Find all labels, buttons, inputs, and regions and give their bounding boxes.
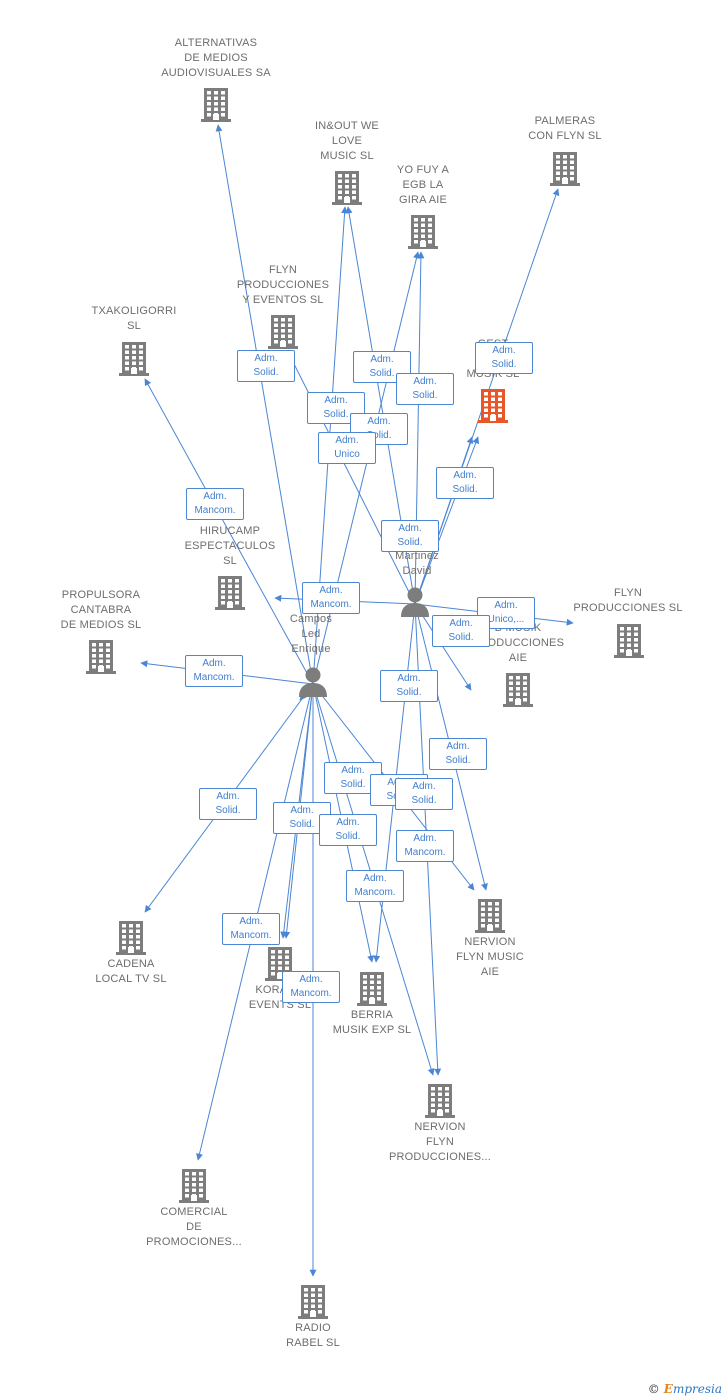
relation-label[interactable]: Adm. Solid. <box>432 615 490 647</box>
relation-label[interactable]: Adm. Solid. <box>237 350 295 382</box>
relation-label[interactable]: Adm. Mancom. <box>346 870 404 902</box>
relation-label[interactable]: Adm. Solid. <box>436 467 494 499</box>
person-icon[interactable] <box>298 666 328 702</box>
building-icon[interactable] <box>408 213 438 249</box>
building-icon[interactable] <box>215 574 245 610</box>
brand-name: mpresia <box>672 1382 722 1396</box>
relation-label[interactable]: Adm. Unico <box>318 432 376 464</box>
node-label: RADIO RABEL SL <box>286 1322 340 1349</box>
relation-label[interactable]: Adm. Solid. <box>199 788 257 820</box>
building-icon[interactable] <box>201 86 231 122</box>
relation-label[interactable]: Adm. Solid. <box>395 778 453 810</box>
building-icon[interactable] <box>86 638 116 674</box>
building-icon[interactable] <box>179 1167 209 1203</box>
edge-campos-to-alternativas <box>215 124 314 685</box>
node-label: ALTERNATIVAS DE MEDIOS AUDIOVISUALES SA <box>161 37 271 79</box>
building-icon[interactable] <box>268 313 298 349</box>
edge-martinez-to-bmusik <box>414 603 472 691</box>
node-label: FLYN PRODUCCIONES SL <box>573 587 683 614</box>
copyright-symbol: © <box>647 1382 660 1396</box>
relation-label[interactable]: Adm. Mancom. <box>185 655 243 687</box>
relation-label[interactable]: Adm. Mancom. <box>396 830 454 862</box>
node-label: TXAKOLIGORRI SL <box>91 305 177 332</box>
edge-martinez-to-gest <box>414 436 474 605</box>
building-icon[interactable] <box>357 970 387 1006</box>
building-icon[interactable] <box>425 1082 455 1118</box>
building-icon[interactable] <box>475 897 505 933</box>
relation-label[interactable]: Adm. Mancom. <box>302 582 360 614</box>
node-label: CADENA LOCAL TV SL <box>95 958 167 985</box>
node-label: PALMERAS CON FLYN SL <box>528 115 602 142</box>
building-icon[interactable] <box>503 671 533 707</box>
node-label: FLYN PRODUCCIONES Y EVENTOS SL <box>236 264 330 306</box>
relation-label[interactable]: Adm. Mancom. <box>282 971 340 1003</box>
building-icon[interactable] <box>265 945 295 981</box>
relation-label[interactable]: Adm. Solid. <box>429 738 487 770</box>
node-label: BERRIA MUSIK EXP SL <box>332 1009 412 1036</box>
node-label: NERVION FLYN MUSIC AIE <box>456 936 524 978</box>
node-label: NERVION FLYN PRODUCCIONES... <box>388 1121 491 1163</box>
relation-label[interactable]: Adm. Solid. <box>396 373 454 405</box>
node-label: PROPULSORA CANTABRA DE MEDIOS SL <box>60 589 142 631</box>
empresia-watermark: ©Empresia <box>648 1382 722 1396</box>
edge-martinez-to-gest <box>414 436 480 605</box>
node-label: Campos Led Enrique <box>289 613 333 655</box>
relation-label[interactable]: Adm. Solid. <box>319 814 377 846</box>
building-icon[interactable] <box>478 387 508 423</box>
node-label: COMERCIAL DE PROMOCIONES... <box>146 1206 242 1248</box>
building-icon[interactable] <box>119 340 149 376</box>
brand-initial: E <box>663 1382 673 1396</box>
relation-label[interactable]: Adm. Solid. <box>380 670 438 702</box>
building-icon[interactable] <box>332 169 362 205</box>
edge-campos-to-txakoligorri <box>144 378 314 685</box>
node-label: HIRUCAMP ESPECTACULOS SL <box>184 525 276 567</box>
relation-label[interactable]: Adm. Solid. <box>475 342 533 374</box>
relation-label[interactable]: Adm. Mancom. <box>186 488 244 520</box>
node-label: IN&OUT WE LOVE MUSIC SL <box>315 120 379 162</box>
building-icon[interactable] <box>298 1283 328 1319</box>
building-icon[interactable] <box>116 919 146 955</box>
relation-label[interactable]: Adm. Solid. <box>381 520 439 552</box>
building-icon[interactable] <box>550 150 580 186</box>
building-icon[interactable] <box>614 622 644 658</box>
node-label: YO FUY A EGB LA GIRA AIE <box>396 164 450 206</box>
relation-label[interactable]: Adm. Mancom. <box>222 913 280 945</box>
person-icon[interactable] <box>400 586 430 622</box>
